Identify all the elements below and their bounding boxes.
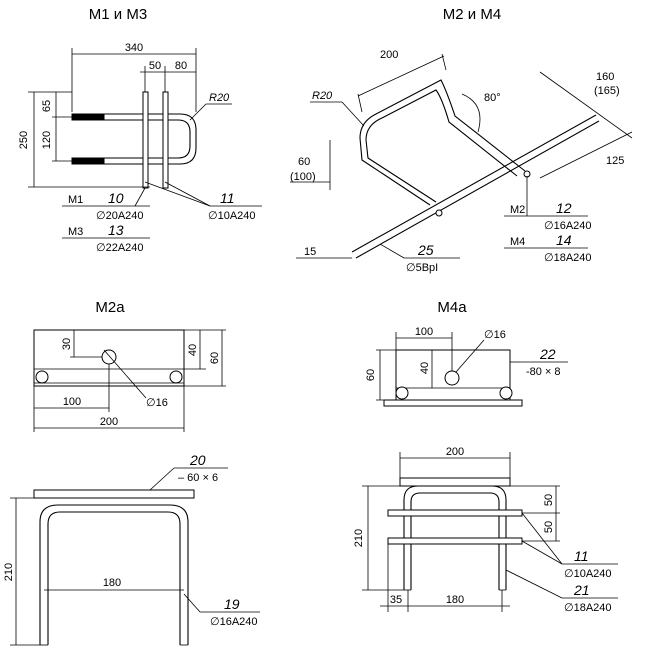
m4a-dim-200: 200 xyxy=(446,446,464,458)
m4a-dim-50-lower: 50 xyxy=(543,521,555,533)
m4a-spec-11: ∅10А240 xyxy=(564,568,612,580)
m4a-cross-pin-lower xyxy=(387,537,523,545)
m1-spec-11: ∅10А240 xyxy=(208,210,256,222)
dim-120: 120 xyxy=(41,131,53,149)
m1-spec-10: ∅20А240 xyxy=(96,210,144,222)
m4a-dim-40: 40 xyxy=(419,362,431,374)
m4a-dim-35: 35 xyxy=(390,594,402,606)
title-m2a: М2а xyxy=(95,299,125,316)
m2a-dim-d16: ∅16 xyxy=(146,397,168,409)
m2a-spec-20: – 60 × 6 xyxy=(178,472,218,484)
m4a-cross-pin-upper xyxy=(387,509,523,517)
view-m4a-top: 100 ∅16 60 40 22 -80 × 8 xyxy=(365,326,568,407)
u-bolt-outer-bar xyxy=(72,113,197,165)
m2a-dim-210: 210 xyxy=(3,563,15,581)
m4a-dim-d16: ∅16 xyxy=(484,329,506,341)
m4a-pos-11: 11 xyxy=(574,548,589,564)
bar-end-left xyxy=(435,209,443,217)
dim-100-m2: (100) xyxy=(290,171,316,183)
dim-165: (165) xyxy=(594,85,620,97)
dim-80: 80 xyxy=(175,60,187,72)
m2a-bar-end-left xyxy=(35,370,49,384)
m2a-dim-60: 60 xyxy=(209,352,221,364)
m2a-spec-19: ∅16А240 xyxy=(210,616,258,628)
m4-spec-14: ∅18А240 xyxy=(544,252,592,264)
m2a-pos-20: 20 xyxy=(189,452,206,468)
m4a-dim-100: 100 xyxy=(415,326,433,338)
m4-pos-14: 14 xyxy=(556,232,572,248)
dim-60-m2: 60 xyxy=(298,156,310,168)
title-m4a: М4а xyxy=(437,299,467,316)
dim-200-top: 200 xyxy=(380,49,398,61)
m2a-front-plate xyxy=(33,489,195,499)
m4a-bar-end-right xyxy=(499,386,513,400)
m4a-pos-21: 21 xyxy=(573,582,590,598)
bent-bar-inner xyxy=(365,89,518,203)
m2-spec-12: ∅16А240 xyxy=(544,220,592,232)
m4a-bar-outer xyxy=(403,485,507,590)
m2-pos-12: 12 xyxy=(556,200,572,216)
view-m2a-top: 30 40 60 100 200 ∅16 xyxy=(33,329,226,432)
m2a-dim-40: 40 xyxy=(187,344,199,356)
dim-65: 65 xyxy=(41,100,53,112)
dim-r20: R20 xyxy=(209,92,230,104)
dim-50: 50 xyxy=(149,60,161,72)
dim-r20-m2: R20 xyxy=(312,90,333,102)
dim-160: 160 xyxy=(596,71,614,83)
pin-left xyxy=(142,91,149,189)
view-m1-m3: 340 50 80 R20 65 120 250 М1 10 ∅20А240 М… xyxy=(18,42,262,254)
m4a-pos-22: 22 xyxy=(539,346,556,362)
m4a-dim-210: 210 xyxy=(353,529,365,547)
m4a-base-plate xyxy=(383,399,523,407)
view-m2-m4: 200 R20 80° 160 (165) 60 (100) 125 15 М2… xyxy=(290,49,633,274)
m4a-front-plate xyxy=(399,477,511,487)
view-m2a-front: 20 – 60 × 6 210 180 19 ∅16А240 xyxy=(3,452,260,646)
m4a-spec-21: ∅18А240 xyxy=(564,602,612,614)
m1-pos-11: 11 xyxy=(220,190,235,206)
m3-mark: М3 xyxy=(68,226,83,238)
title-m1-m3: М1 и М3 xyxy=(89,6,147,23)
long-bar-a xyxy=(351,114,597,253)
dim-340: 340 xyxy=(125,42,143,54)
m2a-dim-180: 180 xyxy=(103,577,121,589)
m3-pos-13: 13 xyxy=(108,222,124,238)
m2a-pos-19: 19 xyxy=(224,596,240,612)
view-m4a-front: 200 50 50 210 35 180 11 ∅10А240 21 ∅18А2… xyxy=(353,446,618,614)
m2a-bar-end-right xyxy=(169,370,183,384)
angle-arc xyxy=(461,93,481,133)
m2a-dim-100: 100 xyxy=(63,396,81,408)
m4a-bar-inner xyxy=(410,492,500,590)
m2-mark: М2 xyxy=(510,204,525,216)
m2a-bar-inner xyxy=(47,511,181,645)
thread-top xyxy=(71,113,105,121)
m4a-bar-end-left xyxy=(395,386,409,400)
m2a-dim-30: 30 xyxy=(61,338,73,350)
m4-mark: М4 xyxy=(510,236,525,248)
dim-125: 125 xyxy=(606,155,624,167)
title-m2-m4: М2 и М4 xyxy=(443,6,501,23)
dim-250: 250 xyxy=(18,131,30,149)
thread-bottom xyxy=(71,157,105,165)
m1-pos-10: 10 xyxy=(108,190,124,206)
m4a-dim-60: 60 xyxy=(365,369,377,381)
m4a-dim-50-upper: 50 xyxy=(543,494,555,506)
dim-80-deg: 80° xyxy=(484,92,501,104)
dim-15: 15 xyxy=(304,246,316,258)
m4a-hole xyxy=(444,370,460,386)
m3-spec-13: ∅22А240 xyxy=(96,242,144,254)
u-bolt-inner-bar xyxy=(72,119,191,159)
long-bar-b xyxy=(355,120,600,259)
bent-bar-outer xyxy=(359,79,526,206)
m2-pos-25: 25 xyxy=(417,242,434,258)
m2-spec-25: ∅5ВрI xyxy=(406,262,438,274)
m4a-dim-180: 180 xyxy=(446,594,464,606)
m2a-bar-outer xyxy=(39,504,189,645)
m2a-dim-200: 200 xyxy=(100,416,118,428)
pin-right xyxy=(162,91,169,189)
m1-mark: М1 xyxy=(68,194,83,206)
m4a-spec-22: -80 × 8 xyxy=(526,366,561,378)
